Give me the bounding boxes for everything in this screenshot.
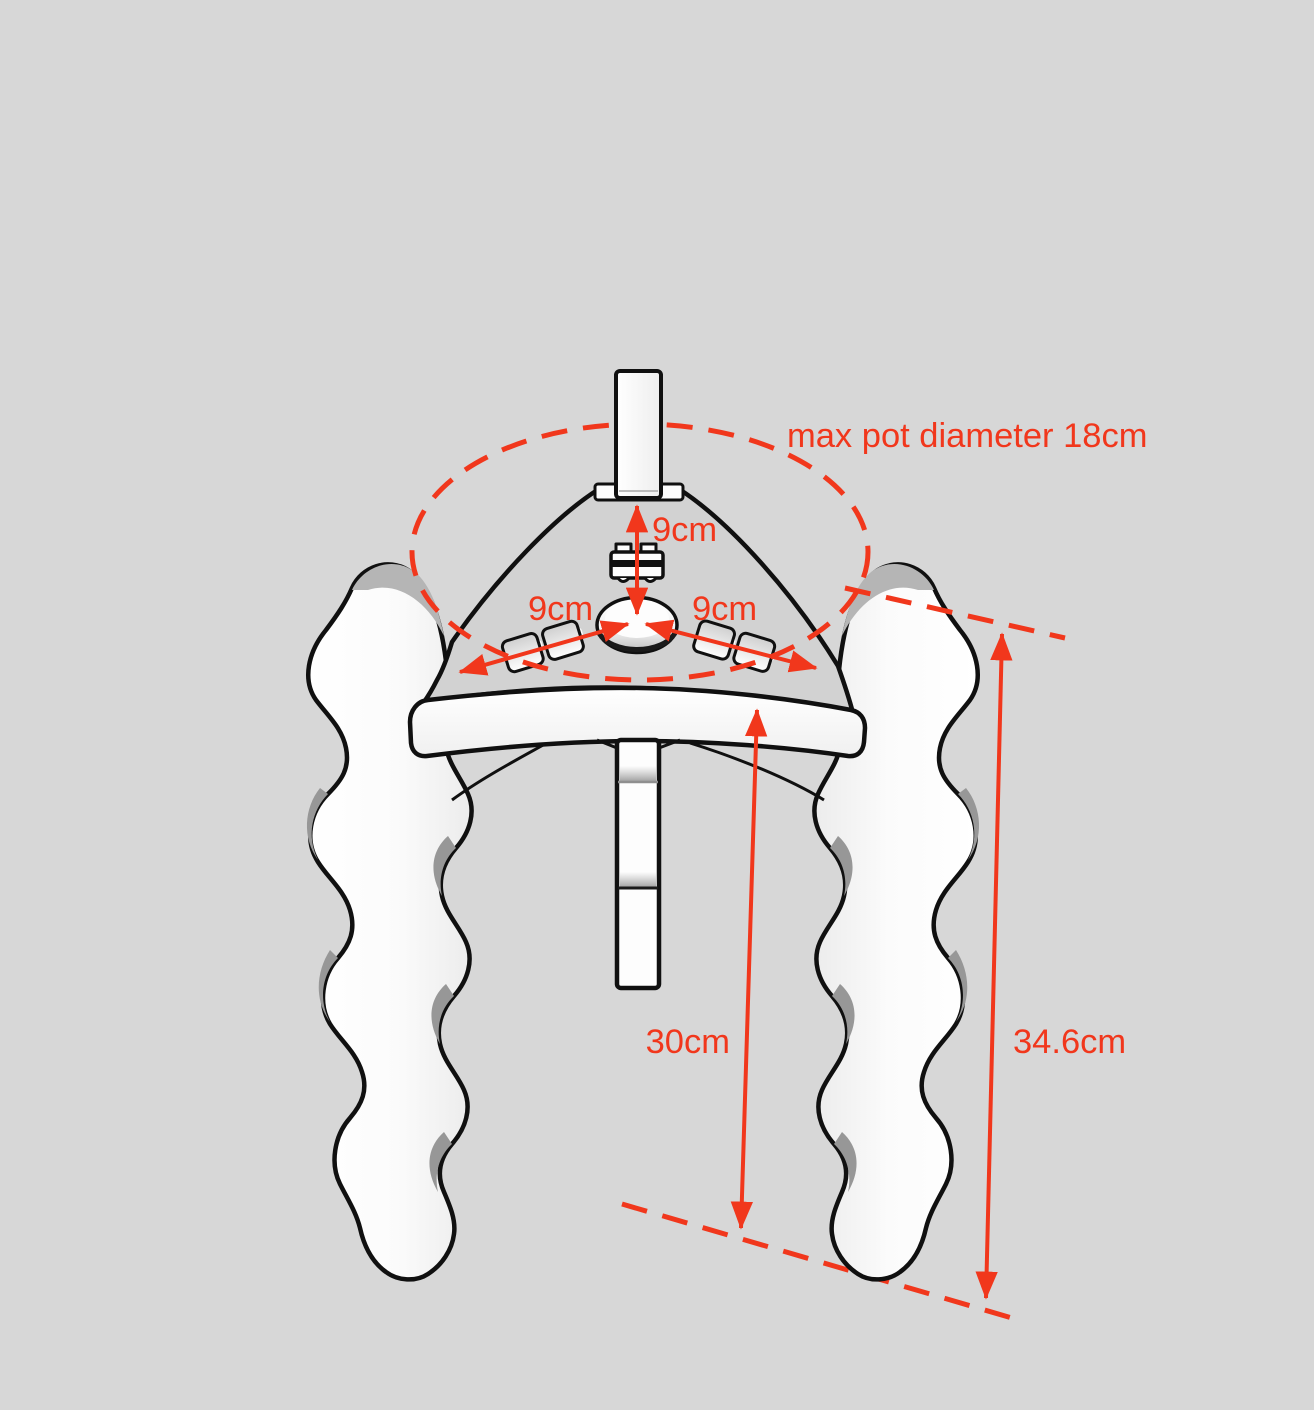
dim-line-34-6cm bbox=[975, 632, 1013, 1300]
ground-reference-dashed-line bbox=[621, 1201, 1013, 1321]
label-9cm-right: 9cm bbox=[692, 590, 757, 628]
stem-flare-left bbox=[596, 738, 618, 750]
annotations: max pot diameter 18cm 9cm 9cm 9cm 30cm 3… bbox=[458, 417, 1147, 1300]
label-max-pot-diameter: max pot diameter 18cm bbox=[787, 417, 1147, 455]
label-30cm: 30cm bbox=[646, 1023, 730, 1061]
label-9cm-left: 9cm bbox=[528, 590, 593, 628]
arrow-9cm-left bbox=[458, 620, 630, 676]
dim-line-30cm bbox=[730, 708, 768, 1230]
arrow-9cm-right bbox=[644, 619, 818, 673]
back-leg-edge-left bbox=[451, 742, 546, 802]
top-reference-dashed-line bbox=[844, 585, 1066, 641]
label-9cm-top: 9cm bbox=[652, 511, 717, 549]
label-34-6cm: 34.6cm bbox=[1013, 1023, 1126, 1061]
top-tab bbox=[614, 369, 663, 500]
stem-flare-right bbox=[658, 738, 681, 750]
center-stem bbox=[614, 737, 662, 991]
